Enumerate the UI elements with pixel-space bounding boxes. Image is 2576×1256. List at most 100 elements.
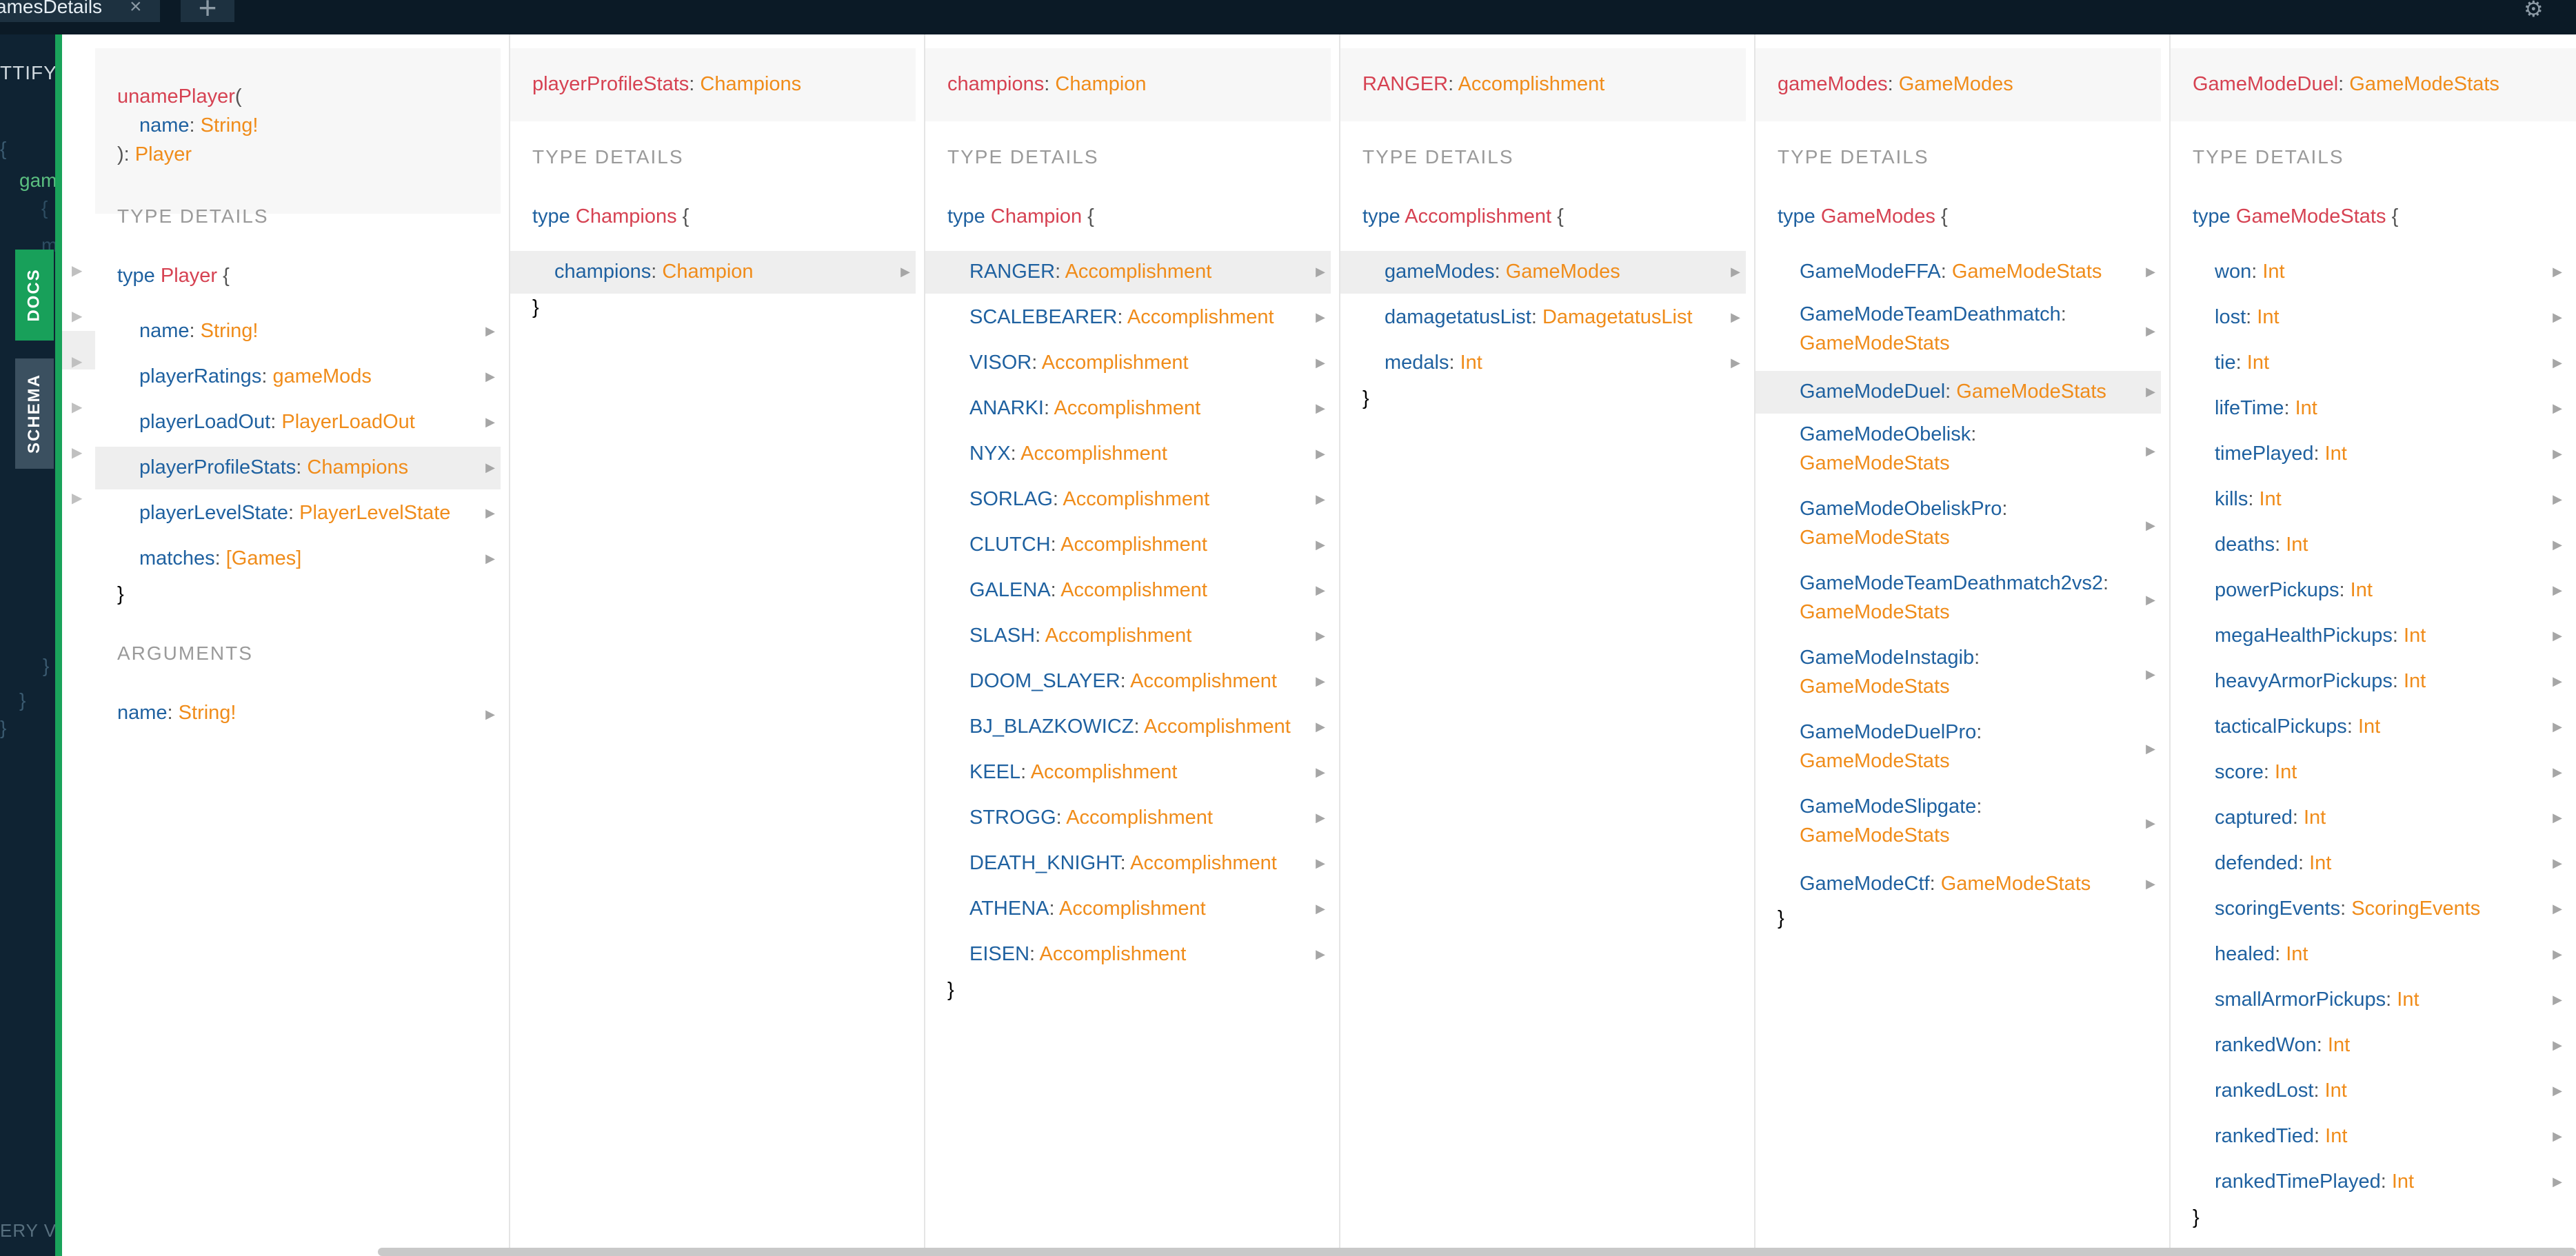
field-row-galena[interactable]: GALENA: Accomplishment▶: [925, 569, 1331, 612]
field-label: heavyArmorPickups: Int: [2215, 670, 2426, 692]
field-row-gamemodectf[interactable]: GameModeCtf: GameModeStats▶: [1755, 863, 2161, 906]
field-row-bj_blazkowicz[interactable]: BJ_BLAZKOWICZ: Accomplishment▶: [925, 706, 1331, 749]
field-row-kills[interactable]: kills: Int▶: [2171, 478, 2568, 521]
field-type: GameModeStats: [1800, 750, 1950, 772]
field-row-keel[interactable]: KEEL: Accomplishment▶: [925, 751, 1331, 794]
query-editor[interactable]: TTIFY { gam { m } } } ERY VA: [0, 34, 68, 1256]
field-label: matches: [Games]: [139, 547, 302, 569]
tab-games-details[interactable]: amesDetails ×: [0, 0, 160, 22]
field-row-clutch[interactable]: CLUTCH: Accomplishment▶: [925, 524, 1331, 567]
field-row-playerloadout[interactable]: playerLoadOut: PlayerLoadOut▶: [95, 401, 501, 444]
field-row-rankedlost[interactable]: rankedLost: Int▶: [2171, 1070, 2568, 1113]
field-row-defended[interactable]: defended: Int▶: [2171, 842, 2568, 885]
field-row-doom_slayer[interactable]: DOOM_SLAYER: Accomplishment▶: [925, 660, 1331, 703]
field-row-matches[interactable]: matches: [Games]▶: [95, 538, 501, 580]
field-row-gamemodeteamdeathmatch2vs2[interactable]: GameModeTeamDeathmatch2vs2:GameModeStats…: [1755, 565, 2161, 636]
prettify-button[interactable]: TTIFY: [0, 62, 57, 83]
type-declaration: type Champion {: [947, 205, 1094, 227]
close-brace: }: [532, 296, 539, 318]
field-label: rankedLost: Int: [2215, 1080, 2347, 1102]
field-type: GameModeStats: [1800, 452, 1950, 474]
field-row-scoringevents[interactable]: scoringEvents: ScoringEvents▶: [2171, 888, 2568, 931]
field-row-athena[interactable]: ATHENA: Accomplishment▶: [925, 888, 1331, 931]
field-row-gamemodeslipgate[interactable]: GameModeSlipgate:GameModeStats▶: [1755, 789, 2161, 859]
arrow-icon: ▶: [485, 460, 495, 474]
field-label: deaths: Int: [2215, 534, 2308, 556]
field-row-gamemodeobelisk[interactable]: GameModeObelisk:GameModeStats▶: [1755, 416, 2161, 487]
field-row-rankedtied[interactable]: rankedTied: Int▶: [2171, 1115, 2568, 1158]
arrow-icon: ▶: [72, 445, 83, 460]
field-row-champions[interactable]: champions: Champion▶: [510, 251, 916, 294]
field-row-gamemodeinstagib[interactable]: GameModeInstagib:GameModeStats▶: [1755, 640, 2161, 710]
field-row-strogg[interactable]: STROGG: Accomplishment▶: [925, 797, 1331, 840]
field-row-tacticalpickups[interactable]: tacticalPickups: Int▶: [2171, 706, 2568, 749]
field-row-gamemodeobeliskpro[interactable]: GameModeObeliskPro:GameModeStats▶: [1755, 491, 2161, 561]
field-row-damagetatuslist[interactable]: damagetatusList: DamagetatusList▶: [1340, 296, 1746, 339]
arrow-icon: ▶: [1316, 856, 1325, 870]
field-row-won[interactable]: won: Int▶: [2171, 251, 2568, 294]
field-row-name[interactable]: name: String!▶: [95, 310, 501, 353]
field-row-nyx[interactable]: NYX: Accomplishment▶: [925, 433, 1331, 476]
arrow-icon: ▶: [1316, 674, 1325, 688]
arrow-icon: ▶: [1316, 356, 1325, 369]
field-label: playerLevelState: PlayerLevelState: [139, 502, 451, 524]
field-label: rankedTimePlayed: Int: [2215, 1171, 2415, 1193]
arrow-icon: ▶: [2553, 1175, 2562, 1188]
field-row-smallarmorpickups[interactable]: smallArmorPickups: Int▶: [2171, 979, 2568, 1022]
field-row-playerprofilestats[interactable]: playerProfileStats: Champions▶: [95, 447, 501, 489]
field-row-lifetime[interactable]: lifeTime: Int▶: [2171, 387, 2568, 430]
arrow-icon: ▶: [2146, 265, 2155, 278]
gear-icon[interactable]: ⚙: [2524, 0, 2544, 21]
arrow-icon: ▶: [1731, 356, 1740, 369]
schema-tab[interactable]: SCHEMA: [15, 358, 54, 469]
field-row-ranger[interactable]: RANGER: Accomplishment▶: [925, 251, 1331, 294]
field-row-slash[interactable]: SLASH: Accomplishment▶: [925, 615, 1331, 658]
field-row-tie[interactable]: tie: Int▶: [2171, 342, 2568, 385]
field-label: SORLAG: Accomplishment: [969, 488, 1210, 510]
docs-tab-label: DOCS: [25, 268, 43, 322]
pane-header: RANGER: Accomplishment: [1340, 48, 1746, 121]
field-row-playerlevelstate[interactable]: playerLevelState: PlayerLevelState▶: [95, 492, 501, 535]
field-row-megahealthpickups[interactable]: megaHealthPickups: Int▶: [2171, 615, 2568, 658]
field-label: rankedTied: Int: [2215, 1125, 2348, 1147]
pane-header: GameModeDuel: GameModeStats: [2171, 48, 2576, 121]
field-row-score[interactable]: score: Int▶: [2171, 751, 2568, 794]
field-row-rankedtimeplayed[interactable]: rankedTimePlayed: Int ▶: [2171, 1161, 2568, 1204]
field-row-captured[interactable]: captured: Int▶: [2171, 797, 2568, 840]
field-row-gamemodeduelpro[interactable]: GameModeDuelPro:GameModeStats▶: [1755, 714, 2161, 784]
pane-arg: name: String!: [139, 114, 259, 136]
field-row-lost[interactable]: lost: Int▶: [2171, 296, 2568, 339]
field-row-healed[interactable]: healed: Int▶: [2171, 933, 2568, 976]
field-row-gamemodeduel[interactable]: GameModeDuel: GameModeStats▶: [1755, 371, 2161, 414]
field-row-playerratings[interactable]: playerRatings: gameMods▶: [95, 356, 501, 398]
field-row-gamemodeffa[interactable]: GameModeFFA: GameModeStats▶: [1755, 251, 2161, 294]
field-row-gamemodeteamdeathmatch[interactable]: GameModeTeamDeathmatch:GameModeStats▶: [1755, 296, 2161, 367]
close-icon[interactable]: ×: [130, 0, 142, 18]
field-row-scalebearer[interactable]: SCALEBEARER: Accomplishment▶: [925, 296, 1331, 339]
argument-row[interactable]: name: String! ▶: [117, 702, 495, 724]
field-row-timeplayed[interactable]: timePlayed: Int▶: [2171, 433, 2568, 476]
horizontal-scrollbar[interactable]: [378, 1248, 2576, 1256]
field-row-medals[interactable]: medals: Int▶: [1340, 342, 1746, 385]
field-row-rankedwon[interactable]: rankedWon: Int▶: [2171, 1024, 2568, 1067]
field-row-visor[interactable]: VISOR: Accomplishment▶: [925, 342, 1331, 385]
field-row-heavyarmorpickups[interactable]: heavyArmorPickups: Int▶: [2171, 660, 2568, 703]
field-row-gamemodes[interactable]: gameModes: GameModes▶: [1340, 251, 1746, 294]
arrow-icon: ▶: [2553, 993, 2562, 1006]
field-label: megaHealthPickups: Int: [2215, 625, 2426, 647]
field-row-deaths[interactable]: deaths: Int ▶: [2171, 524, 2568, 567]
new-tab-button[interactable]: +: [181, 0, 234, 23]
field-row-anarki[interactable]: ANARKI: Accomplishment▶: [925, 387, 1331, 430]
arrow-icon: ▶: [2553, 720, 2562, 733]
field-row-sorlag[interactable]: SORLAG: Accomplishment▶: [925, 478, 1331, 521]
code-brace: {: [0, 138, 7, 159]
field-row-death_knight[interactable]: DEATH_KNIGHT: Accomplishment▶: [925, 842, 1331, 885]
field-row-eisen[interactable]: EISEN: Accomplishment▶: [925, 933, 1331, 976]
arrow-icon: ▶: [2553, 538, 2562, 551]
field-row-powerpickups[interactable]: powerPickups: Int▶: [2171, 569, 2568, 612]
docs-tab[interactable]: DOCS: [15, 250, 54, 341]
arrow-icon: ▶: [485, 415, 495, 429]
docs-pane-ranger: RANGER: Accomplishment TYPE DETAILS type…: [1340, 34, 1755, 1256]
arrow-icon: ▶: [900, 265, 910, 278]
field-label: score: Int: [2215, 761, 2297, 783]
